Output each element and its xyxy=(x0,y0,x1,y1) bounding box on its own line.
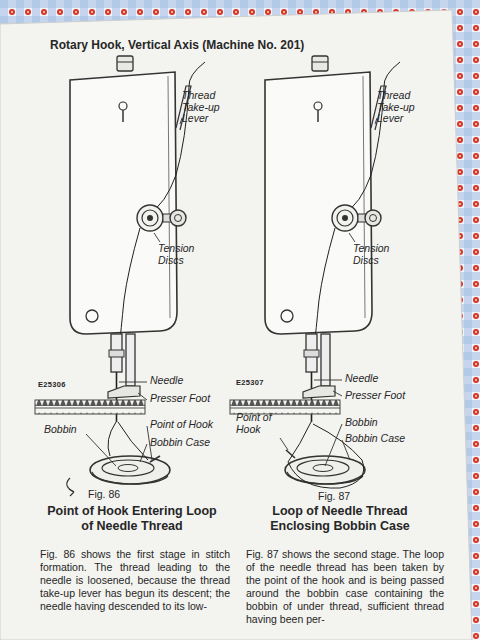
drawing-number: E25306 xyxy=(38,380,66,389)
page-title: Rotary Hook, Vertical Axis (Machine No. … xyxy=(50,38,304,52)
figure-heading: Point of Hook Entering Loop of Needle Th… xyxy=(42,504,222,534)
part-label: Bobbin Case xyxy=(150,437,210,449)
part-label: Bobbin xyxy=(44,424,77,436)
part-label: Presser Foot xyxy=(150,393,210,405)
part-label: Thread Take-up Lever xyxy=(377,90,423,125)
drawing-number: E25307 xyxy=(236,378,264,387)
part-label: Point of Hook xyxy=(236,412,282,435)
part-label: Presser Foot xyxy=(345,390,405,402)
body-text: Fig. 86 shows the first stage in stitch … xyxy=(40,548,230,613)
part-label: Bobbin xyxy=(345,417,378,429)
figure-number: Fig. 86 xyxy=(88,488,120,500)
manual-page xyxy=(0,10,472,640)
part-label: Tension Discs xyxy=(158,243,218,266)
machine-fig87 xyxy=(230,56,400,422)
bobbin-case-fig86 xyxy=(67,422,170,496)
part-label: Tension Discs xyxy=(353,243,413,266)
machine-fig86 xyxy=(35,56,205,422)
part-label: Needle xyxy=(345,373,378,385)
part-label: Bobbin Case xyxy=(345,433,405,445)
figure-heading: Loop of Needle Thread Enclosing Bobbin C… xyxy=(244,504,436,534)
body-text: Fig. 87 shows the second stage. The loop… xyxy=(246,548,444,626)
figure-number: Fig. 87 xyxy=(318,490,350,502)
part-label: Point of Hook xyxy=(150,419,213,431)
part-label: Needle xyxy=(150,375,183,387)
part-label: Thread Take-up Lever xyxy=(182,90,228,125)
bobbin-case-fig87 xyxy=(285,422,365,488)
leader-lines xyxy=(86,118,377,466)
